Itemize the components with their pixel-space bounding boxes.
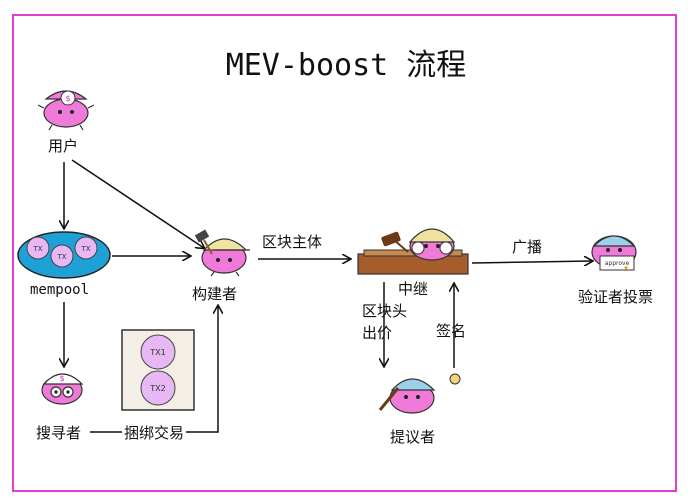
mempool-tx-label: TX bbox=[56, 253, 66, 261]
validators-icon: approve ★ bbox=[591, 235, 637, 272]
searcher-label: 搜寻者 bbox=[36, 424, 82, 442]
user-icon: $ bbox=[37, 90, 95, 131]
edge-label-broadcast: 广播 bbox=[512, 238, 543, 256]
relay-icon bbox=[357, 228, 469, 275]
edge-label-sign: 签名 bbox=[436, 322, 467, 340]
mempool-tx-label: TX bbox=[80, 245, 90, 253]
edge-label-bid: 出价 bbox=[362, 324, 393, 342]
bundle-label: 捆绑交易 bbox=[122, 422, 187, 443]
svg-text:$: $ bbox=[59, 374, 64, 383]
edge-label-header: 区块头 bbox=[362, 302, 408, 320]
diagram-frame bbox=[12, 14, 677, 492]
relay-label: 中继 bbox=[398, 280, 429, 298]
validators-label: 验证者投票 bbox=[578, 288, 654, 306]
edge-user-to-builder bbox=[71, 159, 204, 248]
approve-sign-text: approve bbox=[605, 260, 630, 267]
user-label: 用户 bbox=[48, 137, 79, 155]
edge-label-block-body: 区块主体 bbox=[262, 233, 323, 251]
svg-text:★: ★ bbox=[623, 264, 629, 272]
diagram-title: MEV-boost 流程 bbox=[225, 48, 467, 83]
builder-label: 构建者 bbox=[192, 285, 238, 303]
proposer-label: 提议者 bbox=[390, 428, 436, 446]
svg-text:$: $ bbox=[65, 94, 70, 103]
searcher-icon: $ bbox=[41, 373, 84, 405]
proposer-icon bbox=[378, 373, 461, 414]
bundle-tx-label: TX1 bbox=[149, 348, 165, 357]
builder-icon bbox=[194, 229, 250, 277]
edge-relay-to-validators bbox=[471, 261, 592, 263]
bundle-tx-label: TX2 bbox=[149, 384, 165, 393]
bundle-box: TX1 TX2 bbox=[121, 329, 195, 411]
mempool-tx-label: TX bbox=[32, 245, 42, 253]
mempool-label: mempool bbox=[30, 282, 90, 298]
mempool-icon: TX TX TX bbox=[17, 231, 111, 279]
